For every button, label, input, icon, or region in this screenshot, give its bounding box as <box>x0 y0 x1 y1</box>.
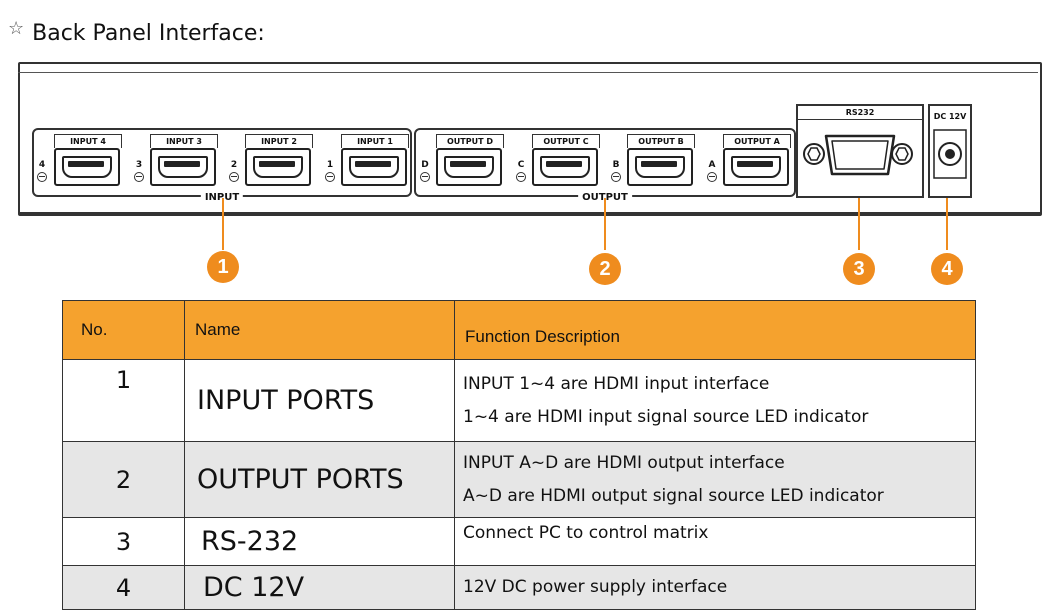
led-label: A <box>708 160 716 170</box>
led-icon <box>420 172 430 182</box>
row-number: 3 <box>62 517 185 566</box>
port-label: OUTPUT A <box>723 134 791 148</box>
port-label: INPUT 1 <box>341 134 409 148</box>
callout-badge-1: 1 <box>207 251 239 283</box>
function-line: INPUT 1~4 are HDMI input interface <box>463 373 770 394</box>
led-indicator-d: D <box>419 160 431 182</box>
port-label: INPUT 4 <box>54 134 122 148</box>
led-icon <box>611 172 621 182</box>
led-indicator-c: C <box>515 160 527 182</box>
panel-bottom-edge <box>18 212 1040 214</box>
port-label: INPUT 3 <box>150 134 218 148</box>
table-header-row: No. Name Function Description <box>62 300 976 360</box>
led-label: C <box>517 160 525 170</box>
led-indicator-4: 4 <box>36 160 48 182</box>
led-icon <box>229 172 239 182</box>
output-group: OUTPUT <box>414 128 796 203</box>
table-row: 1 INPUT PORTS INPUT 1~4 are HDMI input i… <box>62 359 976 442</box>
led-label: 4 <box>38 160 46 170</box>
header-no: No. <box>62 300 185 360</box>
table-row: 2 OUTPUT PORTS INPUT A~D are HDMI output… <box>62 441 976 518</box>
led-icon <box>37 172 47 182</box>
port-label: INPUT 2 <box>245 134 313 148</box>
hdmi-input-port-2: INPUT 2 <box>245 134 313 186</box>
led-icon <box>134 172 144 182</box>
row-number: 1 <box>62 359 185 442</box>
hdmi-input-port-1: INPUT 1 <box>341 134 409 186</box>
hdmi-port-icon <box>436 148 502 186</box>
hdmi-output-port-a: OUTPUT A <box>723 134 791 186</box>
led-indicator-a: A <box>706 160 718 182</box>
dc-label: DC 12V <box>933 112 967 121</box>
hdmi-port-icon <box>532 148 598 186</box>
hdmi-port-icon <box>627 148 693 186</box>
leader-line-4 <box>946 198 948 250</box>
port-label: OUTPUT C <box>532 134 600 148</box>
callout-badge-2: 2 <box>589 253 621 285</box>
interface-description-table: No. Name Function Description 1 INPUT PO… <box>62 300 976 610</box>
hdmi-input-port-4: INPUT 4 <box>54 134 122 186</box>
panel-top-edge <box>18 72 1038 73</box>
led-icon <box>325 172 335 182</box>
leader-line-2 <box>604 198 606 250</box>
page-title: ☆ Back Panel Interface: <box>8 18 265 46</box>
leader-line-3 <box>858 198 860 250</box>
row-function: INPUT 1~4 are HDMI input interface 1~4 a… <box>454 359 976 442</box>
star-icon: ☆ <box>8 18 25 39</box>
rs232-port: RS232 <box>796 104 924 198</box>
row-number: 4 <box>62 565 185 610</box>
led-indicator-2: 2 <box>228 160 240 182</box>
db9-connector-icon <box>803 134 913 176</box>
led-icon <box>707 172 717 182</box>
led-indicator-3: 3 <box>133 160 145 182</box>
row-name: DC 12V <box>184 565 455 610</box>
function-line: A~D are HDMI output signal source LED in… <box>463 485 884 506</box>
back-panel <box>18 62 1042 216</box>
input-group-label: INPUT <box>200 192 244 203</box>
led-label: B <box>612 160 620 170</box>
hdmi-input-port-3: INPUT 3 <box>150 134 218 186</box>
port-label: OUTPUT D <box>436 134 504 148</box>
hdmi-output-port-c: OUTPUT C <box>532 134 600 186</box>
row-function: Connect PC to control matrix <box>454 517 976 566</box>
row-name: OUTPUT PORTS <box>184 441 455 518</box>
port-label: OUTPUT B <box>627 134 695 148</box>
row-name: RS-232 <box>184 517 455 566</box>
table-row: 4 DC 12V 12V DC power supply interface <box>62 565 976 610</box>
led-indicator-b: B <box>610 160 622 182</box>
hdmi-output-port-b: OUTPUT B <box>627 134 695 186</box>
hdmi-port-icon <box>723 148 789 186</box>
output-group-label: OUTPUT <box>578 192 632 203</box>
input-group: INPUT <box>32 128 412 203</box>
hdmi-port-icon <box>341 148 407 186</box>
page-title-text: Back Panel Interface: <box>32 21 265 46</box>
hdmi-output-port-d: OUTPUT D <box>436 134 504 186</box>
callout-badge-4: 4 <box>931 253 963 285</box>
dc-power-port: DC 12V <box>928 104 972 198</box>
hdmi-port-icon <box>150 148 216 186</box>
led-icon <box>516 172 526 182</box>
row-function: INPUT A~D are HDMI output interface A~D … <box>454 441 976 518</box>
led-label: 3 <box>135 160 143 170</box>
dc-jack-icon <box>933 129 967 179</box>
hdmi-port-icon <box>54 148 120 186</box>
led-indicator-1: 1 <box>324 160 336 182</box>
row-name: INPUT PORTS <box>184 359 455 442</box>
callout-badge-3: 3 <box>843 253 875 285</box>
hdmi-port-icon <box>245 148 311 186</box>
function-line: INPUT A~D are HDMI output interface <box>463 452 785 473</box>
row-number: 2 <box>62 441 185 518</box>
table-row: 3 RS-232 Connect PC to control matrix <box>62 517 976 566</box>
led-label: 2 <box>230 160 238 170</box>
row-function: 12V DC power supply interface <box>454 565 976 610</box>
led-label: 1 <box>326 160 334 170</box>
leader-line-1 <box>222 198 224 250</box>
rs232-label: RS232 <box>798 108 922 120</box>
header-function: Function Description <box>454 300 976 360</box>
function-line: 1~4 are HDMI input signal source LED ind… <box>463 406 869 427</box>
led-label: D <box>421 160 429 170</box>
header-name: Name <box>184 300 455 360</box>
